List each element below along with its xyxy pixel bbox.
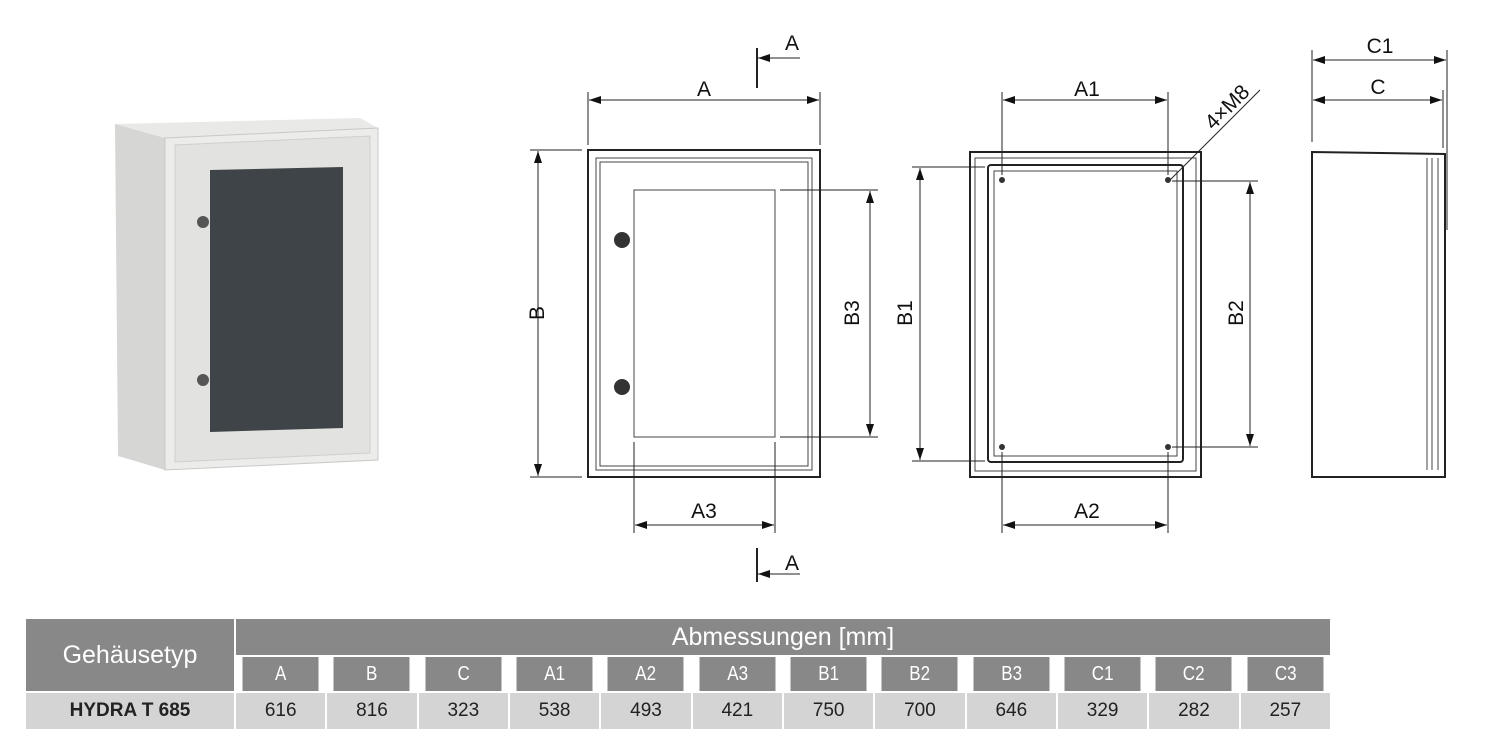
column-header: A3 bbox=[697, 655, 777, 693]
cell-c2: 282 bbox=[1147, 691, 1241, 731]
cell-c3: 257 bbox=[1238, 691, 1333, 731]
cell-a1: 538 bbox=[507, 691, 602, 731]
cell-b2: 700 bbox=[873, 691, 967, 731]
dim-label-c: C bbox=[1370, 76, 1385, 99]
column-header: B3 bbox=[971, 655, 1051, 693]
dim-label-a1: A1 bbox=[1074, 78, 1100, 101]
column-header: C1 bbox=[1062, 655, 1143, 693]
column-header: B2 bbox=[880, 655, 960, 693]
dim-label-b: B bbox=[526, 306, 549, 320]
column-header: C2 bbox=[1154, 655, 1234, 693]
cell-c: 323 bbox=[416, 691, 510, 731]
column-header: C3 bbox=[1245, 655, 1325, 693]
cell-b1: 750 bbox=[781, 691, 876, 731]
dim-label-c1: C1 bbox=[1367, 35, 1394, 58]
dim-label-b1: B1 bbox=[894, 300, 917, 326]
cell-a2: 493 bbox=[599, 691, 693, 731]
dimensions-header: Abmessungen [mm] bbox=[234, 617, 1332, 657]
type-name: HYDRA T 685 bbox=[24, 691, 236, 731]
enclosure-photo bbox=[115, 118, 379, 471]
type-header: Gehäusetyp bbox=[24, 617, 236, 693]
dim-label-a3: A3 bbox=[691, 500, 717, 523]
cell-c1: 329 bbox=[1055, 691, 1150, 731]
column-header: B1 bbox=[788, 655, 869, 693]
dim-label-b3: B3 bbox=[841, 300, 864, 326]
column-header: B bbox=[332, 655, 412, 693]
bolt-label: 4×M8 bbox=[1200, 80, 1254, 134]
dim-label-b2: B2 bbox=[1225, 300, 1248, 326]
column-header: A bbox=[240, 655, 321, 693]
dim-label-a: A bbox=[697, 78, 711, 101]
dim-label-a2: A2 bbox=[1074, 500, 1100, 523]
cell-a: 616 bbox=[233, 691, 328, 731]
column-header: C bbox=[423, 655, 503, 693]
column-header: A1 bbox=[514, 655, 595, 693]
section-label-top: A bbox=[785, 32, 799, 55]
column-header: A2 bbox=[606, 655, 686, 693]
cell-b: 816 bbox=[325, 691, 419, 731]
side-view: C C1 bbox=[1311, 35, 1448, 478]
back-view: A1 A2 B1 B2 4×M8 bbox=[894, 78, 1261, 533]
section-label-bottom: A bbox=[785, 552, 799, 575]
front-view: A B B3 A3 A A bbox=[526, 32, 878, 582]
cell-a3: 421 bbox=[690, 691, 784, 731]
technical-drawing: A B B3 A3 A A A1 A2 B1 B2 bbox=[115, 32, 1448, 582]
cell-b3: 646 bbox=[964, 691, 1058, 731]
